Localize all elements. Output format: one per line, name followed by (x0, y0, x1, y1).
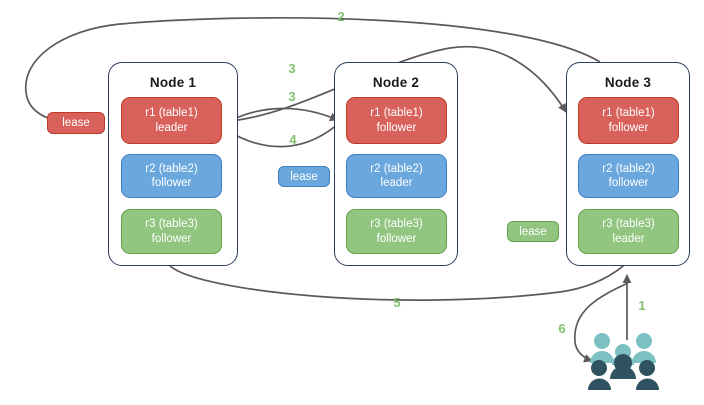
step-label-3-lower: 3 (288, 89, 296, 104)
edge-3-lower-path (223, 107, 339, 125)
node-title-2: Node 2 (372, 75, 420, 90)
step-label-3-upper: 3 (288, 61, 296, 76)
replica-role: follower (608, 121, 649, 134)
people-group-icon (588, 333, 659, 390)
replica-id: r2 (table2) (370, 162, 423, 175)
replica-id: r1 (table1) (602, 107, 655, 119)
replica-id: r1 (table1) (145, 107, 198, 119)
replica-node3-r2[interactable]: r2 (table2) follower (578, 154, 679, 198)
replica-node1-r1[interactable]: r1 (table1) leader (121, 97, 222, 144)
replica-role: follower (376, 121, 417, 134)
replica-id: r1 (table1) (370, 107, 423, 119)
replica-node2-r1[interactable]: r1 (table1) follower (346, 97, 447, 144)
replica-role: leader (155, 121, 188, 134)
replica-id: r3 (table3) (602, 218, 655, 230)
node-box-3[interactable]: Node 3 r1 (table1) follower r2 (table2) … (566, 62, 690, 266)
node-box-1[interactable]: Node 1 r1 (table1) leader r2 (table2) fo… (108, 62, 238, 266)
replica-role: leader (380, 177, 413, 189)
replica-id: r3 (table3) (370, 218, 423, 230)
step-label-1: 1 (638, 298, 646, 313)
replica-id: r2 (table2) (602, 162, 655, 175)
replica-node3-r3[interactable]: r3 (table3) leader (578, 209, 679, 254)
people-front-row (588, 354, 659, 390)
node-box-2[interactable]: Node 2 r1 (table1) follower r2 (table2) … (334, 62, 458, 266)
replica-node2-r2[interactable]: r2 (table2) leader (346, 154, 447, 198)
replica-role: follower (151, 177, 192, 189)
replica-role: follower (608, 177, 649, 189)
lease-badge-green[interactable]: lease (507, 221, 559, 242)
node-title-1: Node 1 (149, 75, 197, 90)
step-label-5: 5 (393, 295, 401, 310)
lease-badge-blue[interactable]: lease (278, 166, 330, 187)
lease-badge-red[interactable]: lease (47, 112, 105, 134)
replica-role: follower (151, 232, 192, 245)
replica-node1-r2[interactable]: r2 (table2) follower (121, 154, 222, 198)
replica-id: r3 (table3) (145, 218, 198, 230)
replica-node2-r3[interactable]: r3 (table3) follower (346, 209, 447, 254)
step-label-4: 4 (289, 132, 297, 147)
replica-role: follower (376, 232, 417, 245)
replica-node1-r3[interactable]: r3 (table3) follower (121, 209, 222, 254)
node-title-3: Node 3 (604, 75, 652, 90)
step-label-2: 2 (337, 9, 345, 24)
step-label-6: 6 (558, 321, 566, 336)
replica-node3-r1[interactable]: r1 (table1) follower (578, 97, 679, 144)
replica-role: leader (612, 232, 645, 245)
replica-id: r2 (table2) (145, 162, 198, 175)
